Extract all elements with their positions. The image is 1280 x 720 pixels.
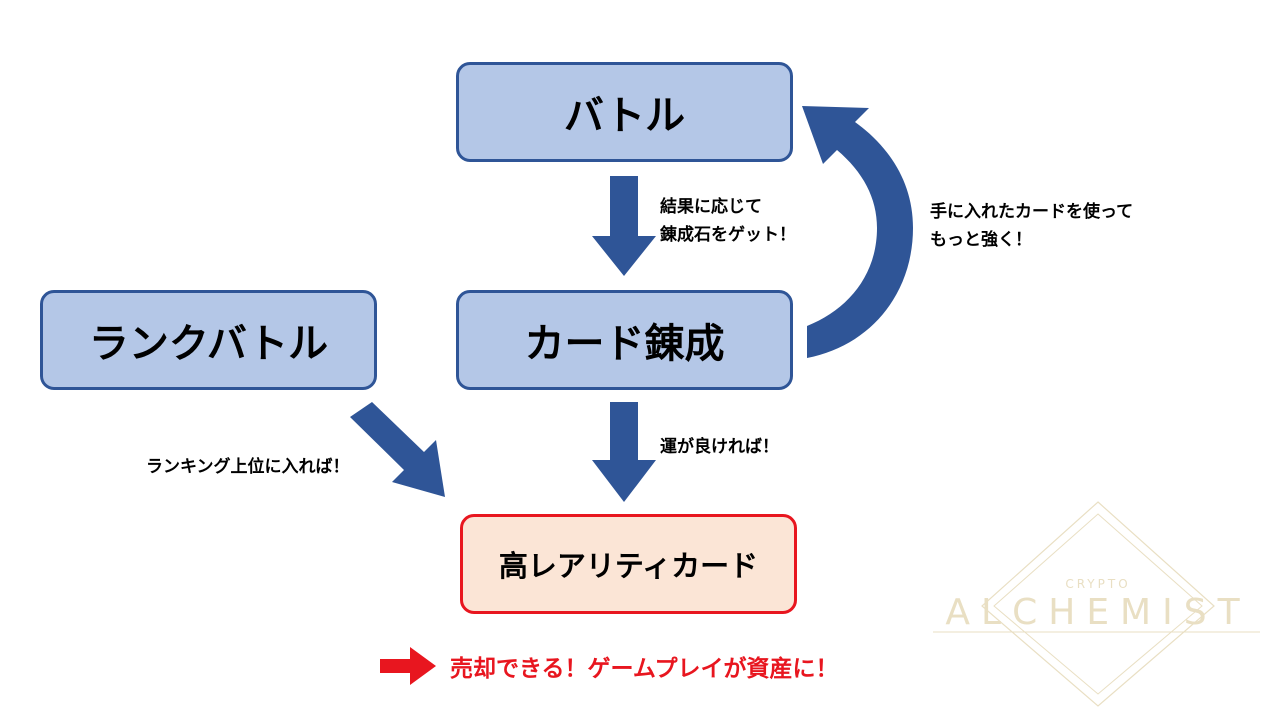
footer-text: 売却できる！ゲームプレイが資産に！ <box>450 656 839 682</box>
node-high-rarity: 高レアリティカード <box>460 514 797 614</box>
arrow-alchemy-to-battle <box>802 106 913 358</box>
arrow-alchemy-to-rare <box>592 402 656 502</box>
edge-label-alchemy-to-rare: 運が良ければ！ <box>660 437 779 457</box>
node-battle: バトル <box>456 62 793 162</box>
arrow-battle-to-alchemy <box>592 176 656 276</box>
edge-label-battle-to-alchemy-line2: 錬成石をゲット！ <box>660 225 796 245</box>
crypto-alchemist-logo: CRYPTO ALCHEMIST <box>933 501 1260 707</box>
node-card-alchemy-label: カード錬成 <box>524 321 725 367</box>
logo-small-text: CRYPTO <box>1065 577 1130 591</box>
node-card-alchemy: カード錬成 <box>456 290 793 390</box>
footer-note: 売却できる！ゲームプレイが資産に！ <box>380 640 838 692</box>
node-rank-battle: ランクバトル <box>40 290 377 390</box>
edge-label-battle-to-alchemy: 結果に応じて 錬成石をゲット！ <box>660 193 796 249</box>
edge-label-alchemy-to-battle: 手に入れたカードを使って もっと強く！ <box>930 198 1133 254</box>
red-arrow-icon <box>380 647 436 685</box>
node-rank-battle-label: ランクバトル <box>88 321 329 367</box>
edge-label-alchemy-to-battle-line2: もっと強く！ <box>930 230 1032 250</box>
edge-label-alchemy-to-battle-line1: 手に入れたカードを使って <box>930 202 1134 222</box>
node-high-rarity-label: 高レアリティカード <box>498 549 759 583</box>
edge-label-battle-to-alchemy-line1: 結果に応じて <box>660 197 762 217</box>
node-battle-label: バトル <box>563 93 686 139</box>
logo-large-text: ALCHEMIST <box>945 592 1250 633</box>
arrow-rank-to-rare <box>350 402 445 497</box>
edge-label-rank-to-rare: ランキング上位に入れば！ <box>146 457 350 477</box>
